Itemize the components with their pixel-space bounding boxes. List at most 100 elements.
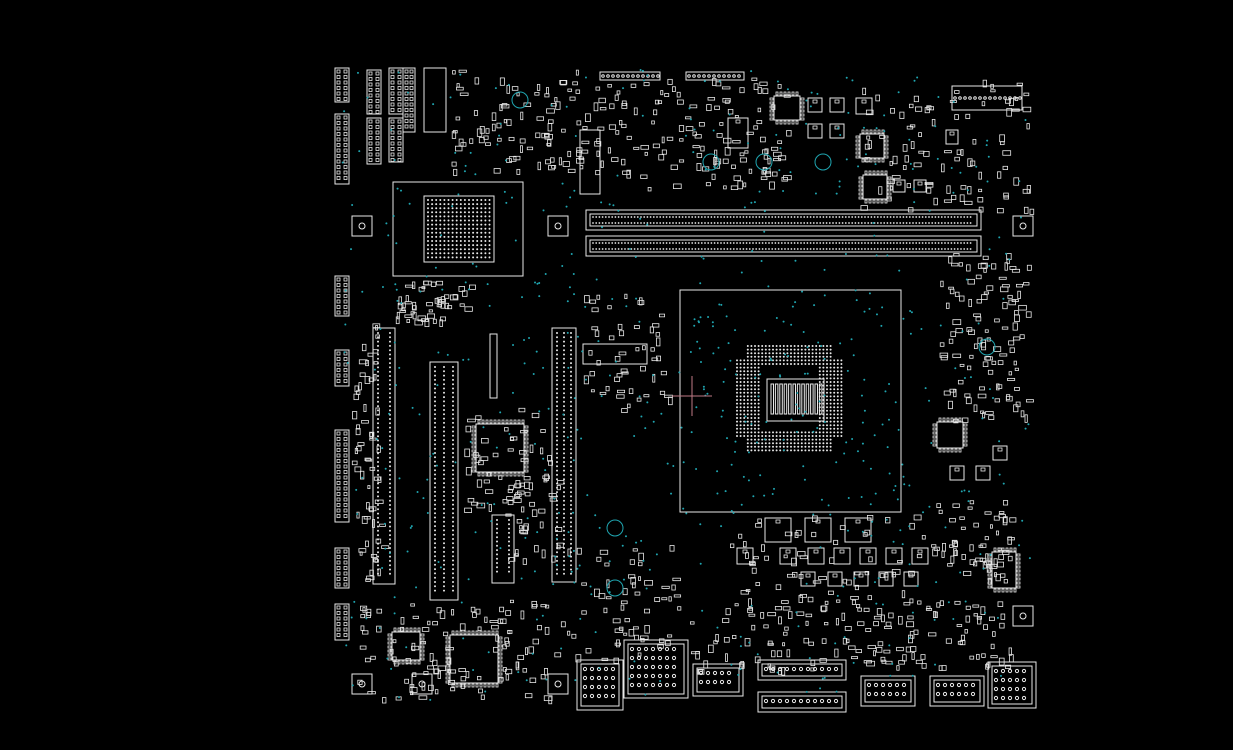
dimm-pin: [950, 248, 953, 250]
socket-pad: [757, 420, 760, 423]
smd-part: [941, 550, 945, 558]
bga-ball: [447, 215, 450, 218]
dimm-pin: [739, 242, 742, 244]
dimm-pin: [768, 222, 770, 224]
smd-part: [940, 280, 944, 288]
socket-pad: [754, 381, 756, 383]
via: [394, 283, 397, 286]
slot-pin: [556, 504, 558, 506]
dimm-slot: [585, 235, 982, 257]
smd-part: [367, 485, 371, 490]
header-pin: [702, 74, 706, 78]
via: [909, 332, 912, 335]
connector-pin: [1007, 668, 1013, 674]
via: [365, 617, 368, 620]
via: [988, 388, 991, 391]
bga-ball: [468, 235, 470, 238]
smd-part: [711, 173, 716, 180]
slot-pin: [563, 422, 565, 425]
socket-center-pad: [814, 383, 818, 415]
bga-ball: [435, 203, 438, 206]
header-pad: [343, 379, 348, 383]
dimm-pin: [752, 248, 754, 250]
smd-part: [485, 142, 491, 146]
ic-pin: [475, 683, 479, 688]
header-pad: [397, 86, 402, 90]
smd-part: [1004, 664, 1012, 669]
socket-pad: [800, 435, 803, 437]
dvi-connector: [757, 659, 847, 681]
smd-part: [409, 687, 418, 693]
via: [730, 510, 733, 513]
slot-pin: [556, 430, 558, 433]
slot-pin: [496, 544, 498, 547]
bga-ball: [472, 203, 475, 206]
bga-ball: [427, 215, 429, 218]
smd-part: [980, 410, 985, 414]
socket-pad: [826, 431, 828, 434]
smd-part: [375, 325, 379, 331]
connector-pin: [833, 698, 839, 704]
socket-pad: [761, 352, 764, 355]
bga-ball: [447, 256, 450, 259]
via: [747, 451, 750, 454]
smd-part: [651, 357, 659, 362]
slot-pin: [452, 495, 454, 497]
dimm-pin: [710, 248, 713, 250]
bga-ball: [484, 223, 487, 226]
ic-pin: [505, 472, 509, 477]
smd-part: [459, 623, 466, 631]
socket-pad: [833, 435, 836, 437]
smd-part: [584, 295, 590, 304]
via: [398, 366, 401, 369]
pcie-slot: [491, 514, 515, 584]
connector-pin: [1000, 677, 1006, 683]
dimm-pin: [752, 216, 754, 218]
via: [696, 340, 699, 343]
socket-pad: [757, 366, 760, 369]
header-pad: [343, 176, 348, 180]
ic-pin: [858, 196, 863, 200]
socket-pad: [826, 384, 828, 387]
dvi-connector-inner: [761, 663, 843, 677]
smd-part: [612, 618, 621, 624]
slot-pin: [452, 430, 454, 433]
bga-ball: [447, 223, 450, 226]
socket-pad: [754, 409, 756, 412]
smd-part: [406, 318, 410, 324]
dimm-pin: [838, 248, 841, 250]
slot-pin: [563, 499, 565, 502]
connector-pin: [1000, 686, 1006, 692]
pcie-slot: [372, 327, 396, 585]
via: [642, 79, 645, 82]
smd-part: [1007, 537, 1015, 541]
smd-part: [945, 638, 952, 644]
smd-part: [969, 544, 974, 552]
via: [541, 614, 544, 617]
smd-part: [899, 111, 905, 119]
slot-pin: [570, 353, 572, 356]
bga-ball: [443, 244, 446, 247]
smd-part: [734, 115, 739, 118]
smd-part: [926, 187, 932, 194]
header-pin: [737, 74, 741, 78]
smd-part: [451, 131, 457, 139]
smd-part: [740, 590, 749, 595]
connector-pin: [1014, 668, 1020, 674]
smd-part: [991, 360, 997, 365]
slot-pin: [570, 383, 572, 386]
smd-part: [498, 475, 503, 480]
smd-part: [778, 155, 787, 161]
mounting-circles: [511, 91, 996, 597]
dimm-pin: [892, 242, 895, 244]
slot-pin: [556, 379, 558, 382]
socket-pad: [808, 449, 810, 452]
smd-part: [359, 645, 367, 650]
smd-part: [913, 514, 922, 521]
power-component: [807, 547, 825, 565]
ic-pin: [855, 139, 860, 143]
smd-part: [366, 608, 372, 616]
smd-part: [953, 388, 957, 398]
